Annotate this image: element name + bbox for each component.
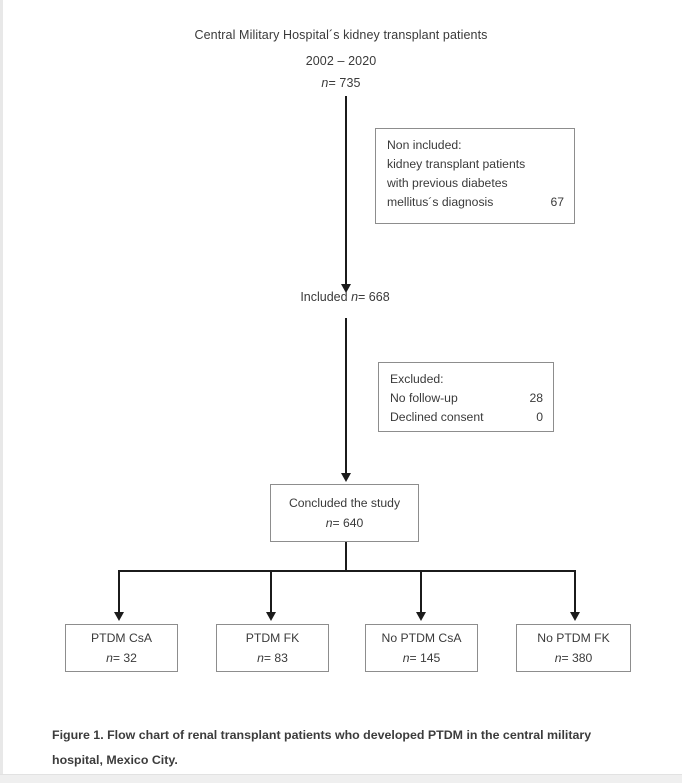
excluded-heading: Excluded: [390,372,444,386]
outcome-n: n= 83 [257,648,288,668]
non-included-count-value: 67 [550,195,564,209]
included-n-symbol: n [351,290,359,304]
excluded-row-value: 0 [536,410,543,424]
outcome-title: No PTDM CsA [381,631,462,645]
total-n-value: = 735 [328,76,361,90]
outcome-n-symbol: n [106,651,113,665]
excluded-row: No follow-up 28 [390,389,543,408]
non-included-heading: Non included: [387,138,462,152]
outcome-n-symbol: n [402,651,410,665]
arrow-enrolled-to-included [341,284,351,293]
outcome-box-ptdm-csa: PTDM CsA n= 32 [65,624,178,672]
total-n-symbol: n [321,76,329,90]
outcome-n-value: = 32 [112,651,137,665]
outcome-title: No PTDM FK [537,631,610,645]
arrow-to-ptdm-fk [266,612,276,621]
excluded-box: Excluded: No follow-up 28 Declined conse… [378,362,554,432]
concluded-n-value: = 640 [332,516,364,530]
outcome-title: PTDM CsA [91,631,152,645]
outcome-n-value: = 145 [409,651,441,665]
arrow-to-no-ptdm-fk [570,612,580,621]
included-text: Included [300,290,352,304]
outcome-n: n= 32 [106,648,137,668]
connector-concluded-to-branch [345,542,347,572]
connector-branch-to-ptdm-fk [270,570,272,614]
flowchart-years: 2002 – 2020 [305,54,377,68]
included-n-value: = 668 [358,290,390,304]
outcome-n-value: = 380 [561,651,593,665]
concluded-n: n= 640 [326,513,364,533]
outcome-box-ptdm-fk: PTDM FK n= 83 [216,624,329,672]
arrow-included-to-concluded [341,473,351,482]
excluded-row-label: No follow-up [390,391,458,405]
excluded-row-value: 28 [529,391,543,405]
outcome-n: n= 145 [403,648,441,668]
outcome-box-no-ptdm-fk: No PTDM FK n= 380 [516,624,631,672]
connector-included-to-concluded [345,318,347,475]
non-included-line-2: kidney transplant patients [387,157,526,171]
excluded-row: Declined consent 0 [390,408,543,427]
page-bottom-edge [0,775,682,783]
non-included-count-label: mellitus´s diagnosis [387,195,494,209]
page-bottom-rule [0,774,682,775]
concluded-n-symbol: n [325,516,333,530]
non-included-count-row: mellitus´s diagnosis 67 [387,193,564,212]
outcome-title: PTDM FK [245,631,300,645]
connector-branch-to-ptdm-csa [118,570,120,614]
branch-horizontal-bar [118,570,576,572]
arrow-to-ptdm-csa [114,612,124,621]
connector-branch-to-no-ptdm-fk [574,570,576,614]
flowchart-total-n: n= 735 [0,76,682,90]
outcome-box-no-ptdm-csa: No PTDM CsA n= 145 [365,624,478,672]
concluded-study-box: Concluded the study n= 640 [270,484,419,542]
flowchart-title: Central Military Hospital´s kidney trans… [194,28,488,42]
outcome-n: n= 380 [555,648,593,668]
connector-enrolled-to-included [345,96,347,288]
concluded-title: Concluded the study [288,496,401,510]
included-label: Included n= 668 [0,290,682,304]
excluded-row-label: Declined consent [390,410,484,424]
outcome-n-value: = 83 [263,651,288,665]
outcome-n-symbol: n [257,651,264,665]
non-included-box: Non included: kidney transplant patients… [375,128,575,224]
outcome-n-symbol: n [554,651,562,665]
non-included-line-3: with previous diabetes [387,176,508,190]
page-left-edge [0,0,3,783]
figure-caption: Figure 1. Flow chart of renal transplant… [52,728,592,767]
arrow-to-no-ptdm-csa [416,612,426,621]
connector-branch-to-no-ptdm-csa [420,570,422,614]
